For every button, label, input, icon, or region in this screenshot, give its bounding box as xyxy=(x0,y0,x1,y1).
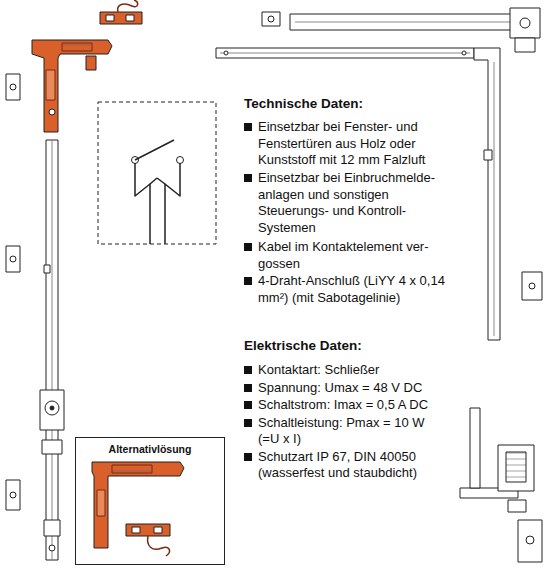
bullet-square xyxy=(244,123,252,131)
spec-item: Schaltleistung: Pmax = 10 W (=U x I) xyxy=(258,415,446,448)
spec-item: Kabel im Kontaktelement ver- gossen xyxy=(258,239,446,272)
spec-item: Einsetzbar bei Fenster- und Fenstertüren… xyxy=(258,119,446,169)
inset-box: Alternativlösung xyxy=(75,437,225,565)
inset-title: Alternativlösung xyxy=(76,443,224,455)
section-heading: Elektrische Daten: xyxy=(244,338,454,355)
corner-drive xyxy=(32,40,112,132)
bullet-square xyxy=(244,174,252,182)
spec-item: Schutzart IP 67, DIN 40050 (wasserfest u… xyxy=(258,449,446,482)
stay-arm xyxy=(262,8,540,52)
spec-item: 4-Draht-Anschluß (LiYY 4 x 0,14 mm²) (mi… xyxy=(258,273,446,306)
bullet-square xyxy=(244,384,252,392)
bullet-square xyxy=(244,243,252,251)
alternative-parts xyxy=(92,462,184,556)
stay-bar xyxy=(216,48,474,58)
corner-bar xyxy=(474,48,542,340)
section-heading: Technische Daten: xyxy=(244,96,454,113)
bullet-square xyxy=(244,277,252,285)
spec-item: Kontaktart: Schließer xyxy=(258,362,446,379)
spec-item: Einsetzbar bei Einbruchmelde- anlagen un… xyxy=(258,170,446,236)
spec-item: Schaltstrom: Imax = 0,5 A DC xyxy=(258,397,446,414)
hinge xyxy=(460,408,542,562)
switch-symbol xyxy=(98,102,216,244)
keeper xyxy=(6,74,20,510)
bullet-square xyxy=(244,366,252,374)
espagnolette-bar xyxy=(40,140,64,560)
bullet-square xyxy=(244,453,252,461)
bullet-square xyxy=(244,419,252,427)
contact-element xyxy=(100,0,142,24)
bullet-square xyxy=(244,401,252,409)
spec-item: Spannung: Umax = 48 V DC xyxy=(258,380,446,397)
